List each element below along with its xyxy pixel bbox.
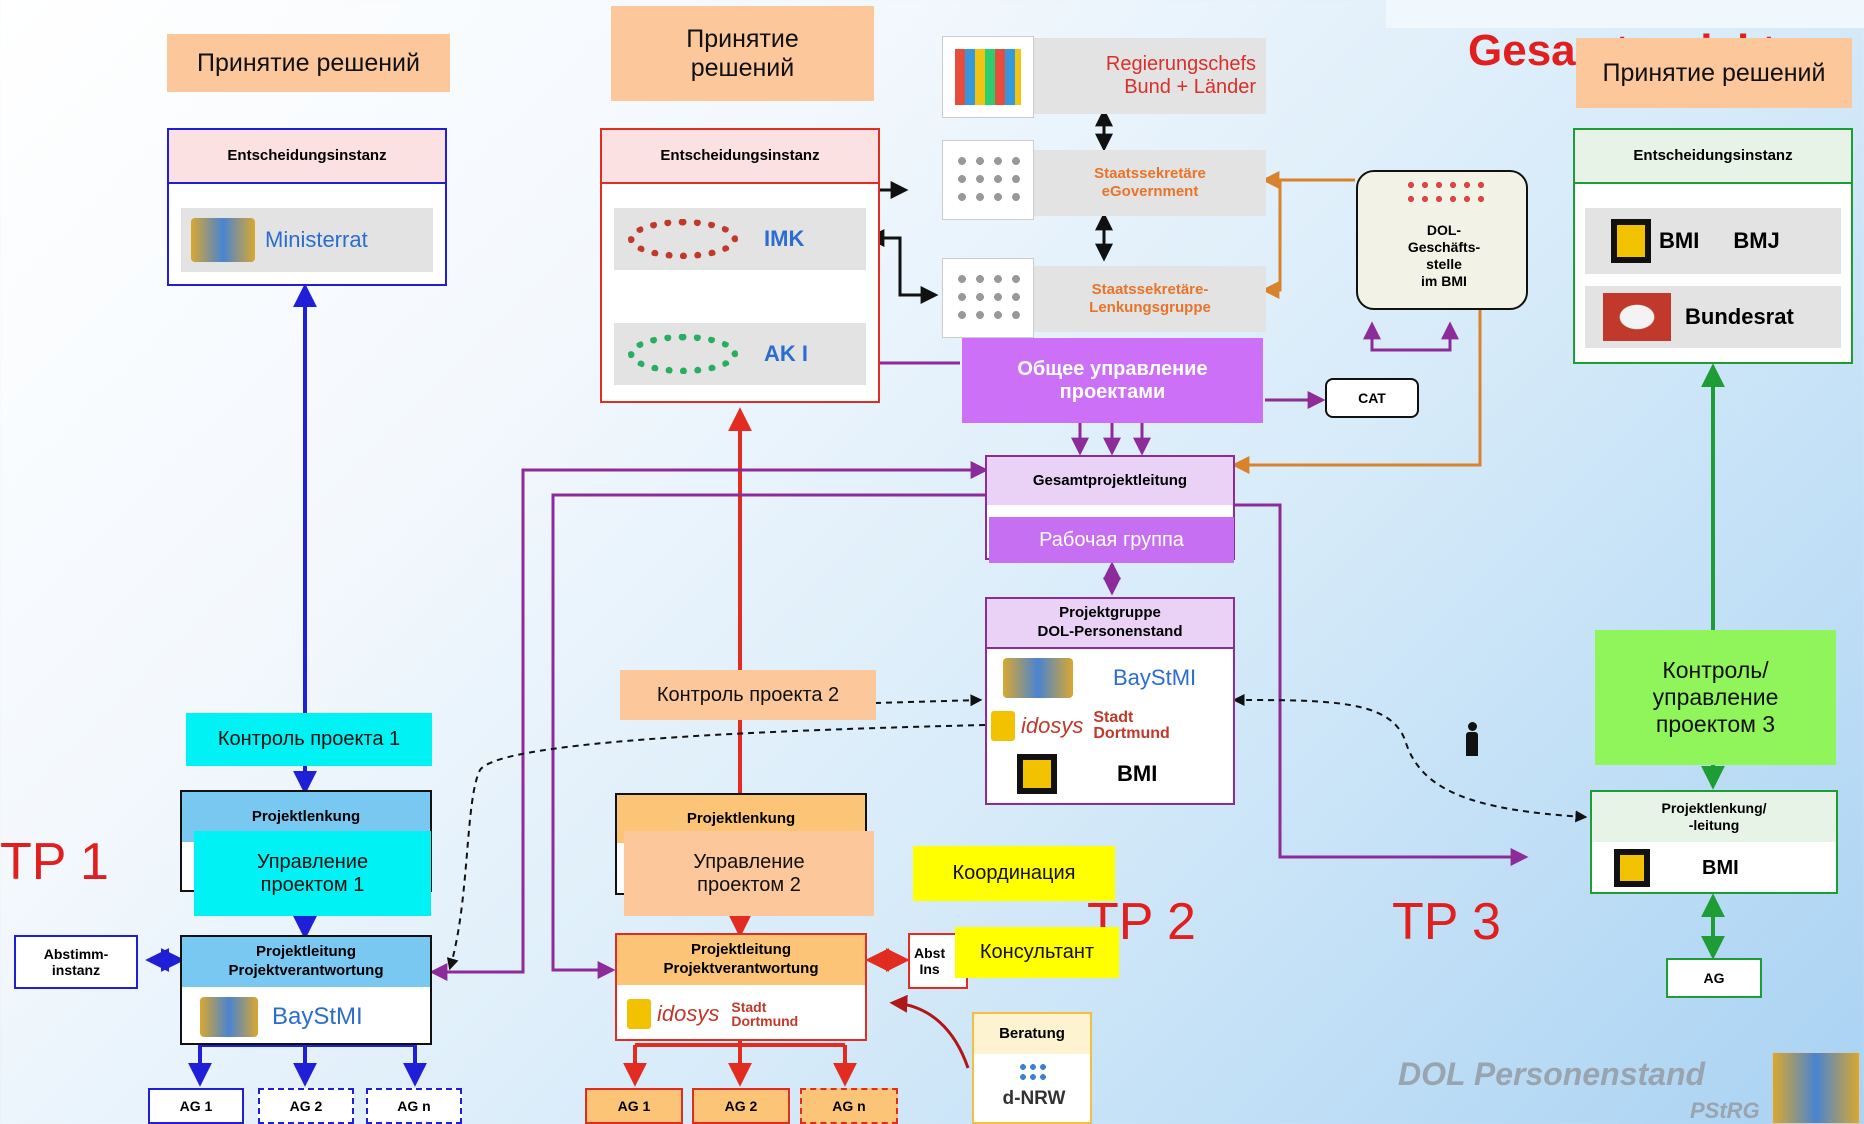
left-baystmi-label: BayStMI bbox=[272, 1003, 363, 1030]
footer-title: DOL Personenstand bbox=[1398, 1056, 1706, 1092]
center-stadt-label: Stadt Dortmund bbox=[731, 999, 799, 1029]
overlay-control-2: Контроль проекта 2 bbox=[620, 670, 876, 720]
imk-label: IMK bbox=[764, 226, 805, 251]
staats-egov-box: Staatssekretäre eGovernment bbox=[1034, 150, 1266, 216]
right-bmj-label: BMJ bbox=[1733, 228, 1780, 253]
pg-baystmi-row: BayStMI bbox=[995, 655, 1229, 701]
center-ag1: AG 1 bbox=[585, 1088, 683, 1124]
ministerrat-label: Ministerrat bbox=[265, 227, 368, 252]
overlay-general-mgmt: Общее управление проектами bbox=[962, 338, 1263, 423]
right-ag-box: AG bbox=[1666, 958, 1762, 998]
staats-lenkung-icon bbox=[942, 258, 1034, 338]
center-instance-label: Entscheidungsinstanz bbox=[602, 130, 878, 184]
bavaria-crest-icon bbox=[1003, 658, 1073, 698]
pg-stadt-label: Stadt Dortmund bbox=[1093, 709, 1170, 742]
center-leitung-panel: Projektleitung Projektverantwortung idos… bbox=[615, 933, 867, 1041]
right-lenkung-label: Projektlenkung/ -leitung bbox=[1592, 792, 1836, 842]
bavaria-crest-icon bbox=[200, 997, 258, 1037]
left-ag2: AG 2 bbox=[258, 1088, 354, 1124]
dnrw-logo-icon bbox=[1018, 1062, 1050, 1082]
dortmund-eagle-icon bbox=[991, 711, 1015, 741]
dnrw-label: d-NRW bbox=[1002, 1088, 1066, 1109]
federal-eagle-icon bbox=[1017, 754, 1057, 794]
right-bmi-row: BMI bbox=[1592, 844, 1840, 892]
color-grid-icon bbox=[955, 49, 1021, 105]
beratung-panel: Beratung d-NRW bbox=[972, 1012, 1092, 1124]
center-leitung-label: Projektleitung Projektverantwortung bbox=[617, 935, 865, 985]
staats-egov-icon bbox=[942, 140, 1034, 220]
regierung-icon bbox=[942, 36, 1034, 118]
overlay-mgmt-2: Управление проектом 2 bbox=[624, 831, 874, 916]
left-leitung-panel: Projektleitung Projektverantwortung BayS… bbox=[180, 935, 432, 1045]
right-bmi-label: BMI bbox=[1659, 228, 1700, 253]
person-icon bbox=[1466, 722, 1478, 756]
center-decision-panel: Entscheidungsinstanz IMK AK I bbox=[600, 128, 880, 403]
staats-lenkung-box: Staatssekretäre- Lenkungsgruppe bbox=[1034, 266, 1266, 332]
title-mask bbox=[1386, 0, 1864, 28]
center-ag2: AG 2 bbox=[692, 1088, 790, 1124]
dortmund-eagle-icon bbox=[627, 999, 651, 1029]
overlay-control-1: Контроль проекта 1 bbox=[186, 713, 432, 766]
overlay-decision-2: Принятие решений bbox=[611, 6, 874, 101]
left-baystmi-row: BayStMI bbox=[188, 993, 424, 1041]
pg-dortmund-row: idosys Stadt Dortmund bbox=[991, 703, 1231, 749]
pg-bmi-row: BMI bbox=[995, 751, 1229, 797]
right-bmi-bmj-tile: BMI BMJ bbox=[1585, 208, 1841, 274]
center-agn: AG n bbox=[800, 1088, 898, 1124]
pg-baystmi-label: BayStMI bbox=[1113, 665, 1197, 690]
left-leitung-label: Projektleitung Projektverantwortung bbox=[182, 937, 430, 987]
bavaria-crest-icon bbox=[191, 218, 255, 262]
footer-sub: PStRG bbox=[1690, 1098, 1760, 1123]
ministerrat-tile: Ministerrat bbox=[181, 208, 433, 272]
federal-eagle-icon bbox=[1614, 849, 1650, 887]
right-bmi2-label: BMI bbox=[1702, 856, 1739, 879]
overlay-control-3: Контроль/ управление проектом 3 bbox=[1595, 630, 1836, 765]
cat-box: CAT bbox=[1325, 378, 1419, 418]
projektgruppe-label: Projektgruppe DOL-Personenstand bbox=[987, 599, 1233, 649]
right-lenkung-panel: Projektlenkung/ -leitung BMI bbox=[1590, 790, 1838, 894]
dots-grid-icon bbox=[1404, 178, 1484, 206]
left-instance-label: Entscheidungsinstanz bbox=[169, 130, 445, 184]
center-dortmund-row: idosys Stadt Dortmund bbox=[627, 991, 857, 1037]
left-agn: AG n bbox=[366, 1088, 462, 1124]
center-idosys-label: idosys bbox=[657, 1001, 720, 1026]
dots-grid-icon bbox=[953, 152, 1023, 208]
pg-idosys-label: idosys bbox=[1021, 713, 1084, 738]
dol-gs-label: DOL- Geschäfts- stelle im BMI bbox=[1407, 222, 1481, 289]
beratung-label: Beratung bbox=[974, 1014, 1090, 1054]
aki-tile: AK I bbox=[614, 323, 866, 385]
tp3-label: TP 3 bbox=[1392, 893, 1501, 951]
dol-geschaeftsstelle: DOL- Geschäfts- stelle im BMI bbox=[1356, 170, 1528, 310]
regierung-box: Regierungschefs Bund + Länder bbox=[1034, 38, 1266, 114]
aki-label: AK I bbox=[764, 341, 808, 366]
flags-ring-icon bbox=[628, 334, 738, 374]
right-decision-panel: Entscheidungsinstanz BMI BMJ Bundesrat bbox=[1573, 128, 1853, 364]
right-instance-label: Entscheidungsinstanz bbox=[1575, 130, 1851, 184]
left-abstimm-box: Abstimm- instanz bbox=[14, 935, 138, 989]
imk-tile: IMK bbox=[614, 208, 866, 270]
overlay-decision-3: Принятие решений bbox=[1576, 38, 1852, 108]
footer-crest-icon bbox=[1772, 1052, 1860, 1124]
overlay-decision-1: Принятие решений bbox=[167, 34, 450, 92]
left-ag1: AG 1 bbox=[148, 1088, 244, 1124]
overlay-working-group: Рабочая группа bbox=[989, 517, 1234, 563]
dots-grid-icon bbox=[953, 270, 1023, 326]
bundesrat-tile: Bundesrat bbox=[1585, 286, 1841, 348]
federal-eagle-icon bbox=[1611, 219, 1651, 263]
overlay-coordination: Координация bbox=[913, 846, 1115, 901]
pg-bmi-label: BMI bbox=[1117, 761, 1158, 786]
overlay-mgmt-1: Управление проектом 1 bbox=[194, 831, 431, 916]
tp1-label: TP 1 bbox=[0, 833, 109, 891]
bundesrat-eagle-icon bbox=[1603, 293, 1671, 341]
projektgruppe-panel: Projektgruppe DOL-Personenstand BayStMI … bbox=[985, 597, 1235, 805]
left-decision-panel: Entscheidungsinstanz Ministerrat bbox=[167, 128, 447, 286]
flags-ring-icon bbox=[628, 219, 738, 259]
bundesrat-label: Bundesrat bbox=[1685, 304, 1794, 329]
gesamtleitung-label: Gesamtprojektleitung bbox=[987, 457, 1233, 505]
overlay-consultant: Консультант bbox=[955, 927, 1119, 978]
